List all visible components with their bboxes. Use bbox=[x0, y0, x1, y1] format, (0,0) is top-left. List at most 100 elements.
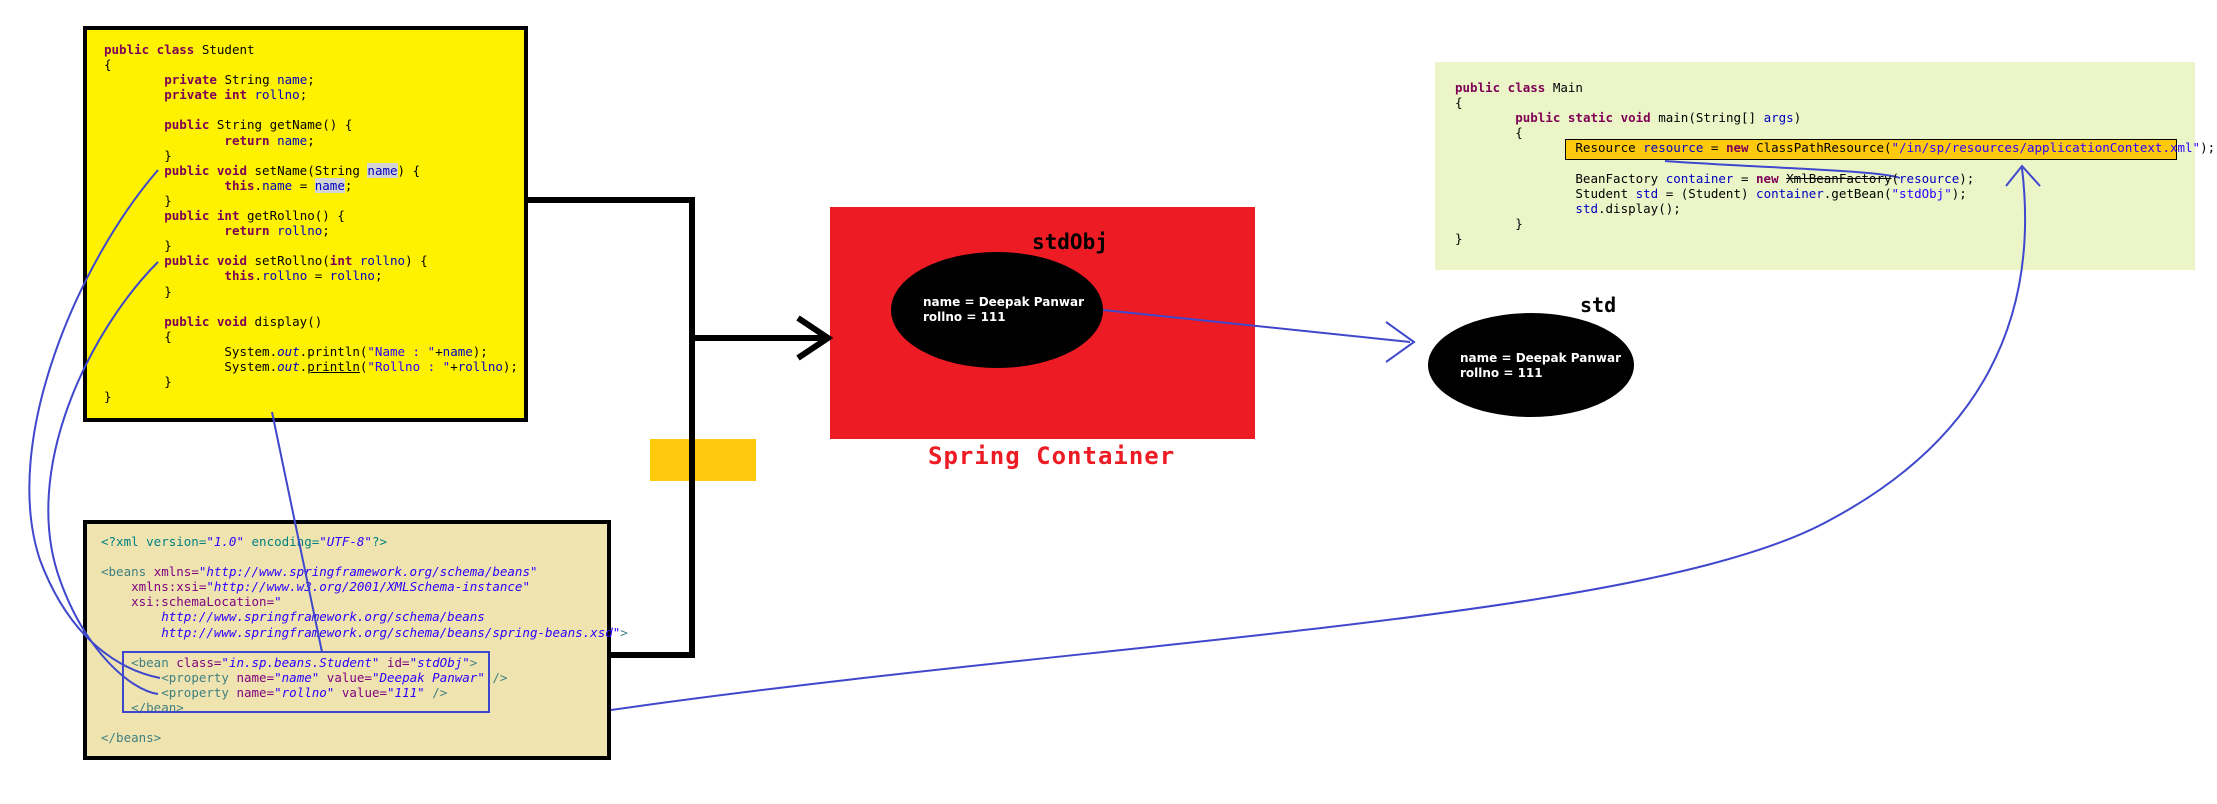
code-token: .getBean( bbox=[1823, 185, 1892, 201]
code-token: new bbox=[1725, 140, 1757, 156]
code-token: } bbox=[104, 238, 172, 254]
code-token: + bbox=[435, 343, 443, 359]
code-token: = bbox=[1703, 140, 1726, 156]
code-token: "/in/sp/resources/applicationContext.xml… bbox=[1891, 140, 2201, 156]
code-token: public void bbox=[164, 313, 255, 329]
code-line: public String getName() { bbox=[104, 117, 524, 132]
resource-line-highlight bbox=[1565, 139, 2177, 160]
code-token: } bbox=[104, 389, 112, 405]
code-line: { bbox=[104, 329, 524, 344]
code-token: resource bbox=[1899, 170, 1960, 186]
code-token: xmlns= bbox=[153, 564, 199, 580]
code-token: "UTF-8" bbox=[319, 534, 372, 549]
code-token: out bbox=[277, 343, 300, 359]
code-line: http://www.springframework.org/schema/be… bbox=[101, 609, 607, 624]
code-token: container bbox=[1756, 185, 1824, 201]
code-token: Student bbox=[1455, 185, 1636, 201]
code-line: } bbox=[104, 193, 524, 208]
code-token: name= bbox=[236, 684, 275, 700]
code-token: encoding= bbox=[244, 534, 320, 549]
code-line: this.name = name; bbox=[104, 177, 524, 193]
code-token: ; bbox=[307, 72, 315, 88]
code-token: rollno bbox=[262, 268, 308, 284]
code-token: + bbox=[450, 358, 458, 374]
code-token: = bbox=[1733, 170, 1757, 186]
code-token: "stdObj" bbox=[409, 654, 470, 670]
code-line: </beans> bbox=[101, 730, 607, 745]
code-token: <bean bbox=[131, 654, 177, 670]
code-token: } bbox=[104, 374, 172, 390]
code-line: } bbox=[1455, 231, 2195, 246]
code-line: http://www.springframework.org/schema/be… bbox=[101, 625, 628, 640]
code-token: /> bbox=[484, 669, 508, 685]
code-token: ); bbox=[2200, 140, 2216, 156]
code-line: } bbox=[104, 238, 524, 253]
student-to-container-connector bbox=[528, 197, 695, 658]
code-token: xsi:schemaLocation= bbox=[131, 594, 275, 610]
code-token: } bbox=[1455, 230, 1463, 246]
code-token bbox=[1455, 110, 1515, 125]
code-line: this.rollno = rollno; bbox=[104, 268, 524, 283]
code-token bbox=[1455, 201, 1575, 216]
bean-rollno-value: rollno = 111 bbox=[923, 310, 1006, 324]
code-token: std bbox=[1575, 200, 1598, 216]
code-token: BeanFactory bbox=[1455, 170, 1666, 186]
code-token: name bbox=[442, 343, 473, 359]
code-token: rollno bbox=[329, 268, 375, 284]
code-token: println bbox=[307, 358, 360, 374]
std-rollno-value: rollno = 111 bbox=[1460, 366, 1543, 380]
code-token: ); bbox=[472, 343, 488, 359]
code-line: } bbox=[104, 148, 524, 163]
code-token: "1.0" bbox=[206, 534, 244, 549]
code-token: name bbox=[277, 132, 308, 148]
main-class-code: public class Main{ public static void ma… bbox=[1455, 80, 2215, 246]
code-token: ClassPathResource( bbox=[1756, 140, 1892, 156]
code-token: <beans bbox=[101, 564, 154, 580]
code-line: return name; bbox=[104, 133, 524, 148]
code-token: rollno bbox=[457, 358, 503, 374]
code-line: { bbox=[1455, 95, 2195, 110]
code-token: ; bbox=[344, 177, 353, 193]
code-token: id= bbox=[379, 654, 410, 670]
xml-config-code-panel: <?xml version="1.0" encoding="UTF-8"?> <… bbox=[83, 520, 628, 760]
code-token: > bbox=[620, 624, 628, 640]
code-token: private bbox=[164, 72, 225, 88]
code-token: = bbox=[307, 268, 330, 284]
code-token: class= bbox=[176, 654, 222, 670]
code-token: ); bbox=[1951, 185, 1967, 201]
xml-to-resource-link bbox=[610, 167, 2026, 711]
code-token: resource bbox=[1643, 140, 1704, 156]
code-line: public void setRollno(int rollno) { bbox=[104, 253, 524, 268]
code-token: Resource bbox=[1455, 140, 1644, 156]
code-line: public class Main bbox=[1455, 80, 2195, 95]
code-line: Student std = (Student) container.getBea… bbox=[1455, 186, 2195, 201]
code-line: xsi:schemaLocation=" bbox=[101, 594, 607, 609]
code-token: return bbox=[224, 132, 278, 148]
code-token: { bbox=[104, 57, 112, 73]
code-token: "Name : " bbox=[367, 343, 436, 359]
code-token: name bbox=[367, 162, 398, 178]
code-token: private int bbox=[164, 87, 255, 103]
code-line: <bean class="in.sp.beans.Student" id="st… bbox=[101, 655, 607, 670]
code-token: } bbox=[104, 192, 172, 208]
code-token: "name" bbox=[274, 669, 320, 685]
code-token: "111" bbox=[387, 684, 425, 700]
code-token: public void bbox=[164, 162, 255, 178]
code-token: { bbox=[1455, 95, 1463, 111]
spring-container-label: Spring Container bbox=[928, 442, 1176, 470]
code-token: ) { bbox=[397, 162, 421, 178]
code-token: ; bbox=[322, 223, 330, 239]
code-token: http://www.springframework.org/schema/be… bbox=[101, 624, 621, 640]
code-token: . bbox=[254, 268, 263, 284]
main-class-code-panel: public class Main{ public static void ma… bbox=[1435, 62, 2215, 270]
code-token: .println( bbox=[299, 343, 368, 359]
code-token: "http://www.springframework.org/schema/b… bbox=[198, 564, 538, 580]
code-token: </beans> bbox=[101, 730, 162, 746]
code-token: out bbox=[277, 358, 300, 374]
code-token: = (Student) bbox=[1658, 185, 1757, 201]
code-token: this bbox=[224, 268, 255, 284]
bean-name-value: name = Deepak Panwar bbox=[923, 295, 1084, 309]
code-line: } bbox=[104, 374, 524, 389]
setrollno-to-property-link bbox=[47, 261, 159, 695]
std-object: name = Deepak Panwar rollno = 111 bbox=[1428, 313, 1634, 417]
